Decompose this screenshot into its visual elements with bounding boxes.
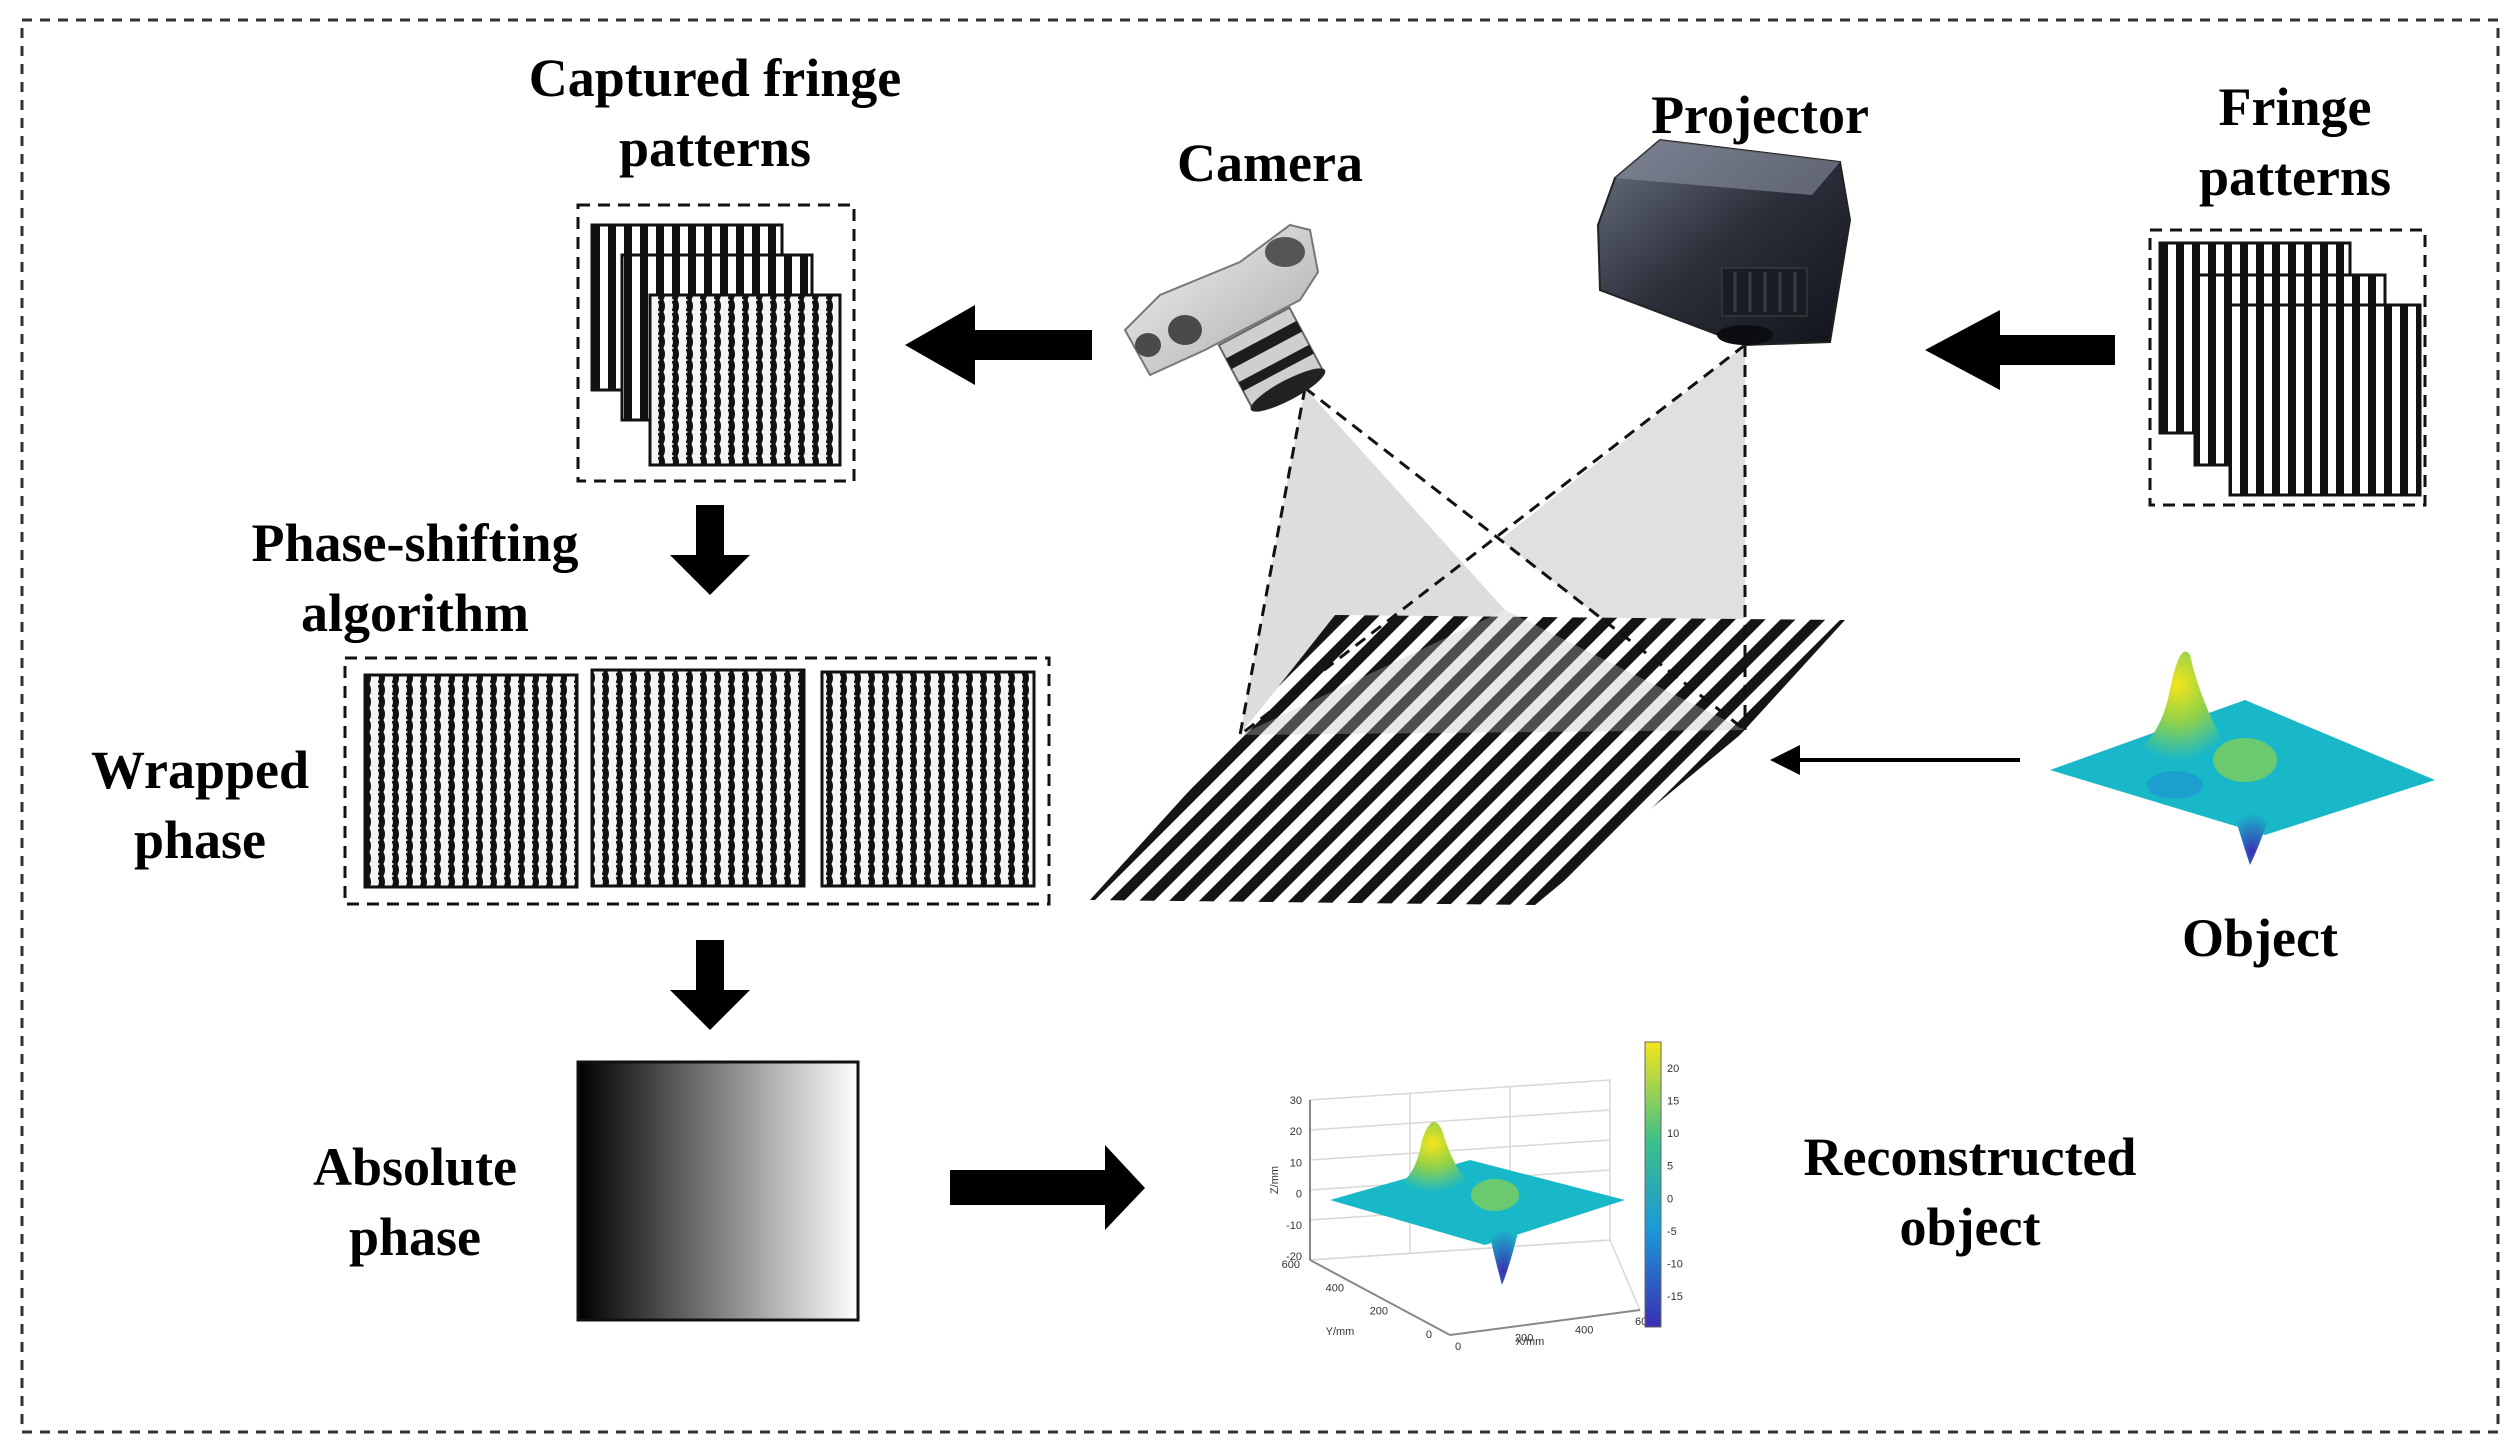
captured-fringe-label-line2: patterns bbox=[619, 118, 811, 178]
plot-z-tick-label: 30 bbox=[1290, 1095, 1302, 1107]
plot-z-ticks: 30 20 10 0 -10 -20 bbox=[1286, 1095, 1302, 1263]
fringe-patterns-dashed-box bbox=[2148, 228, 2427, 507]
plot-colorbar-tick-label: 0 bbox=[1667, 1193, 1673, 1205]
plot-x-tick-label: 400 bbox=[1575, 1324, 1593, 1336]
frustum-overlap-shade bbox=[1240, 610, 1745, 735]
captured-fringe-dashed-box bbox=[576, 203, 856, 483]
plot-x-axis-line bbox=[1449, 1309, 1641, 1336]
plot-colorbar bbox=[1644, 1041, 1662, 1328]
absolute-phase-image bbox=[576, 1060, 860, 1322]
wrapped-phase-dashed-box bbox=[343, 656, 1051, 906]
camera-icon bbox=[1123, 223, 1326, 412]
projector-icon bbox=[1596, 138, 1852, 347]
phase-shifting-label-line1: Phase-shifting bbox=[251, 513, 579, 573]
fringe-patterns-stack bbox=[2148, 228, 2427, 507]
absolute-phase-label-line2: phase bbox=[348, 1207, 482, 1267]
arrow-down-to-absolute bbox=[670, 940, 750, 1030]
arrow-patterns-to-projector bbox=[1925, 310, 2115, 390]
arrow-camera-to-captured bbox=[905, 305, 1092, 385]
projection-geometry bbox=[1090, 343, 1845, 905]
fringe-pattern-image-3 bbox=[2228, 303, 2422, 497]
plot-z-tick-label: 20 bbox=[1290, 1126, 1302, 1138]
plot-colorbar-tick-label: 10 bbox=[1667, 1128, 1679, 1140]
plot-colorbar-tick-label: 20 bbox=[1667, 1063, 1679, 1075]
plot-z-tick-label: -10 bbox=[1286, 1220, 1302, 1232]
fringe-patterns-label-line2: patterns bbox=[2199, 147, 2391, 207]
plot-z-tick-label: 10 bbox=[1290, 1157, 1302, 1169]
reconstructed-object-label-line1: Reconstructed bbox=[1803, 1127, 2137, 1187]
plot-y-tick-label: 400 bbox=[1326, 1282, 1344, 1294]
object-label: Object bbox=[2182, 908, 2338, 968]
plot-surface-peak bbox=[1395, 1122, 1470, 1193]
wrapped-phase-label-line2: phase bbox=[133, 810, 267, 870]
arrow-object-to-plane bbox=[1770, 745, 2020, 775]
plot-colorbar-tick-label: -10 bbox=[1667, 1258, 1683, 1270]
arrow-down-to-algorithm bbox=[670, 505, 750, 595]
camera-view-frustum bbox=[1240, 388, 1505, 735]
plot-x-axis-label: X/mm bbox=[1516, 1336, 1545, 1348]
object-surface bbox=[2050, 651, 2435, 865]
projector-label: Projector bbox=[1651, 85, 1869, 145]
plot-y-axis-label: Y/mm bbox=[1326, 1326, 1355, 1338]
camera-label: Camera bbox=[1177, 133, 1363, 193]
projected-fringe-plane-front bbox=[1090, 735, 1740, 905]
captured-fringe-label-line1: Captured fringe bbox=[528, 48, 902, 108]
plot-y-axis-line bbox=[1309, 1259, 1451, 1336]
reconstructed-object-label-line2: object bbox=[1899, 1197, 2041, 1257]
wrapped-phase-label-line1: Wrapped bbox=[90, 740, 310, 800]
captured-fringe-label: Captured fringe patterns bbox=[470, 43, 960, 183]
plot-y-tick-label: 200 bbox=[1370, 1306, 1388, 1318]
plot-colorbar-tick-label: 15 bbox=[1667, 1096, 1679, 1108]
wrapped-phase-image-2 bbox=[590, 668, 806, 888]
reconstructed-object-label: Reconstructed object bbox=[1750, 1122, 2190, 1262]
plot-x-tick-label: 200 bbox=[1515, 1333, 1533, 1345]
fringe-patterns-label-line1: Fringe bbox=[2218, 77, 2372, 137]
camera-ray-right bbox=[1304, 386, 1746, 732]
wrapped-phase-label: Wrapped phase bbox=[60, 735, 340, 875]
absolute-phase-label: Absolute phase bbox=[270, 1132, 560, 1272]
plot-colorbar-ticks: 20 15 10 5 0 -5 -10 -15 bbox=[1667, 1063, 1683, 1303]
phase-shifting-label: Phase-shifting algorithm bbox=[210, 508, 620, 648]
plot-z-tick-label: -20 bbox=[1286, 1251, 1302, 1263]
plot-y-tick-label: 0 bbox=[1426, 1329, 1432, 1341]
plot-y-ticks: 600 400 200 0 bbox=[1282, 1259, 1432, 1341]
arrow-absolute-to-reconstructed bbox=[950, 1145, 1145, 1230]
plot-colorbar-tick-label: -5 bbox=[1667, 1226, 1677, 1238]
fringe-patterns-label: Fringe patterns bbox=[2150, 72, 2440, 212]
plot-surface-dip bbox=[1485, 1215, 1522, 1285]
wrapped-phase-image-1 bbox=[363, 673, 579, 889]
plot-x-tick-label: 0 bbox=[1455, 1341, 1461, 1353]
plot-colorbar-tick-label: 5 bbox=[1667, 1161, 1673, 1173]
plot-z-axis-label: Z/mm bbox=[1269, 1166, 1281, 1194]
plot-z-tick-label: 0 bbox=[1296, 1189, 1302, 1201]
phase-shifting-label-line2: algorithm bbox=[301, 583, 529, 643]
captured-fringe-image-3 bbox=[648, 293, 842, 467]
wrapped-phase-image-3 bbox=[820, 670, 1036, 888]
plot-y-tick-label: 600 bbox=[1282, 1259, 1300, 1271]
absolute-phase-label-line1: Absolute bbox=[312, 1137, 518, 1197]
projector-ray-left bbox=[1239, 343, 1746, 737]
captured-fringe-stack bbox=[576, 203, 856, 483]
plot-colorbar-tick-label: -15 bbox=[1667, 1291, 1683, 1303]
wrapped-phase-panel bbox=[343, 656, 1051, 906]
